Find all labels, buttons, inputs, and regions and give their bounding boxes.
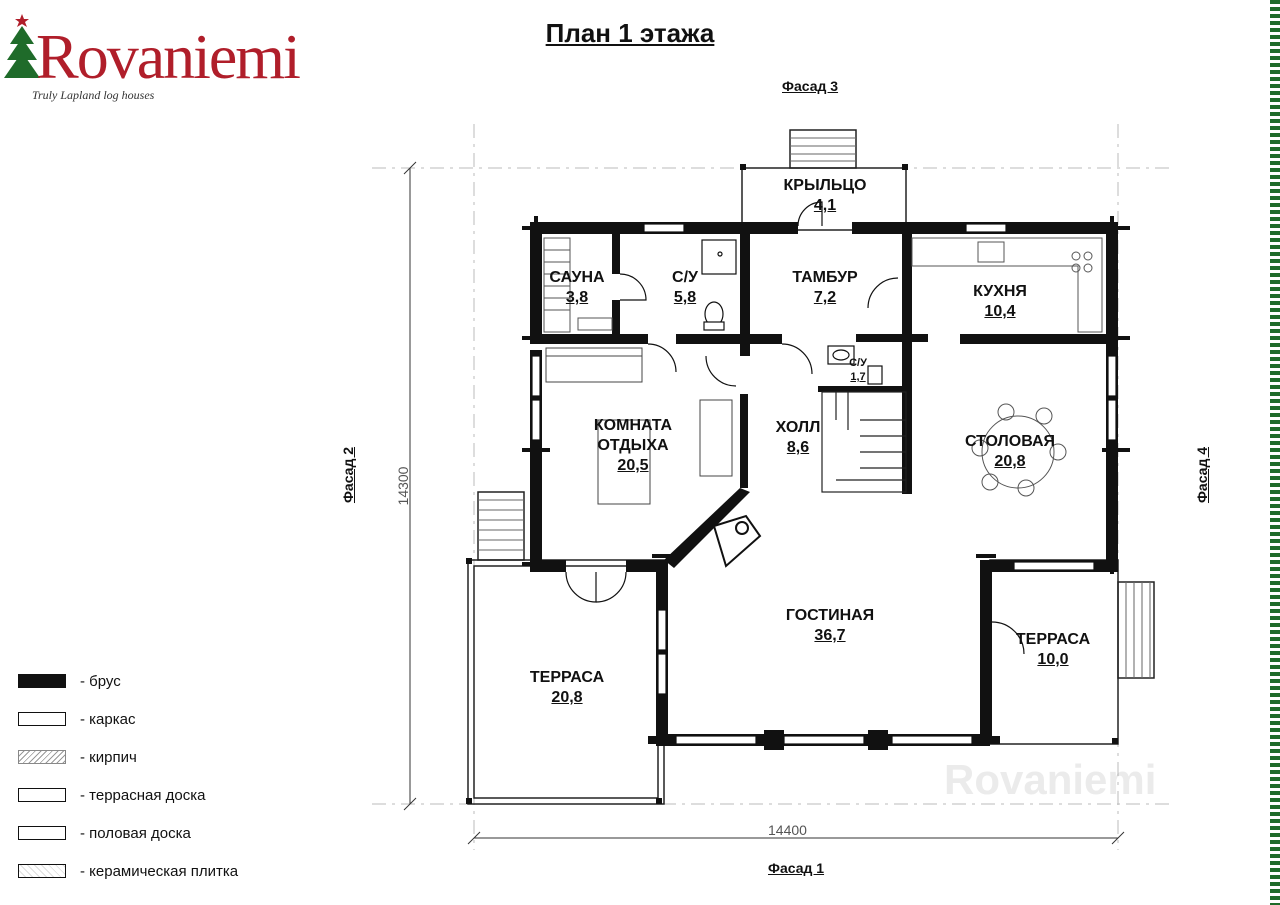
windows [531, 223, 1117, 745]
legend-label: - брус [80, 672, 121, 690]
room-hall: ХОЛЛ 8,6 [760, 418, 836, 458]
hall-stair [821, 391, 907, 493]
room-kitchen: КУХНЯ 10,4 [950, 282, 1050, 322]
room-area: 7,2 [813, 289, 837, 306]
room-area: 3,8 [565, 289, 589, 306]
room-area: 10,0 [1037, 651, 1069, 668]
legend-swatch [18, 750, 66, 764]
legend-item-floor: - половая доска [18, 824, 191, 842]
legend-swatch [18, 864, 66, 878]
room-area: 10,4 [984, 303, 1016, 320]
room-area: 8,6 [786, 439, 810, 456]
sauna-bench [543, 237, 613, 333]
room-area: 1,7 [850, 371, 866, 383]
legend-item-brick: - кирпич [18, 748, 137, 766]
room-wc: С/У 1,7 [838, 356, 878, 384]
dining-table-icon [971, 403, 1067, 497]
room-dining: СТОЛОВАЯ 20,8 [950, 432, 1070, 472]
room-terrace-right: ТЕРРАСА 10,0 [1000, 630, 1106, 670]
room-vestibule: ТАМБУР 7,2 [770, 268, 880, 308]
room-area: 36,7 [814, 627, 846, 644]
room-name: СТОЛОВАЯ [964, 433, 1056, 450]
room-name: САУНА [549, 269, 605, 286]
room-bathroom: С/У 5,8 [650, 268, 720, 308]
legend-label: - керамическая плитка [80, 862, 239, 880]
room-name: КРЫЛЬЦО [783, 177, 867, 194]
decorative-border [1270, 0, 1280, 905]
door-swings [565, 201, 1025, 655]
page-title: План 1 этажа [545, 18, 715, 48]
legend-label: - кирпич [80, 748, 137, 766]
logo-tagline: Truly Lapland log houses [32, 88, 155, 102]
room-name: ТАМБУР [792, 269, 858, 286]
room-living: ГОСТИНАЯ 36,7 [770, 606, 890, 646]
room-name: ТЕРРАСА [529, 669, 605, 686]
logo: Rovaniemi Truly Lapland log houses [0, 0, 301, 110]
railing-posts [466, 164, 1118, 804]
room-lounge: КОМНАТА ОТДЫХА 20,5 [570, 416, 696, 476]
room-name: КОМНАТА ОТДЫХА [593, 417, 673, 454]
room-name: С/У [849, 357, 867, 369]
room-name: ТЕРРАСА [1015, 631, 1091, 648]
facade-bottom-label: Фасад 1 [768, 860, 825, 876]
room-name: ХОЛЛ [775, 419, 821, 436]
legend-label: - каркас [80, 710, 136, 728]
stair-steps [478, 137, 1151, 678]
room-sauna: САУНА 3,8 [540, 268, 614, 308]
room-terrace-left: ТЕРРАСА 20,8 [512, 668, 622, 708]
logo-wordmark: Rovaniemi [36, 21, 301, 92]
legend-item-bar: - брус [18, 672, 121, 690]
legend-item-deck: - террасная доска [18, 786, 205, 804]
room-area: 20,8 [994, 453, 1026, 470]
room-name: С/У [672, 269, 698, 286]
room-area: 20,8 [551, 689, 583, 706]
legend-item-frame: - каркас [18, 710, 135, 728]
legend-label: - террасная доска [80, 786, 206, 804]
legend-label: - половая доска [80, 824, 191, 842]
room-porch: КРЫЛЬЦО 4,1 [760, 176, 890, 216]
facade-top-label: Фасад 3 [782, 78, 839, 94]
legend-swatch [18, 826, 66, 840]
legend-swatch [18, 788, 66, 802]
legend-swatch [18, 674, 66, 688]
toilet-icon [701, 239, 883, 385]
fireplace-wall [664, 488, 750, 568]
dimension-lines [403, 161, 1125, 845]
interior-walls [542, 234, 1110, 494]
sofa-icon [545, 347, 733, 505]
christmas-tree-icon [4, 14, 40, 78]
width-dimension-label: 14400 [768, 822, 807, 838]
room-area: 4,1 [813, 197, 837, 214]
legend-item-tile: - керамическая плитка [18, 862, 238, 880]
room-area: 20,5 [617, 457, 649, 474]
watermark: Rovaniemi [944, 756, 1157, 803]
room-name: КУХНЯ [973, 283, 1027, 300]
room-name: ГОСТИНАЯ [785, 607, 875, 624]
kitchen-counter [911, 237, 1103, 333]
legend-swatch [18, 712, 66, 726]
room-area: 5,8 [673, 289, 697, 306]
